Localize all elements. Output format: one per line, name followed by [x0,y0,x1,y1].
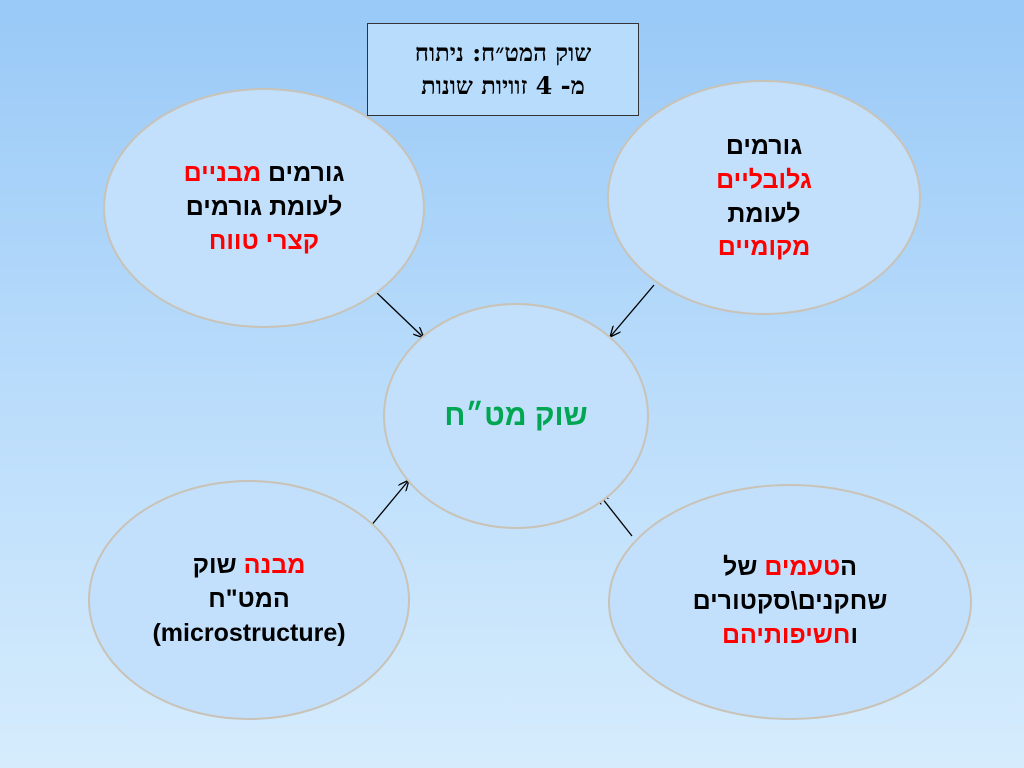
node-bl-highlight-structure: מבנה [243,551,306,580]
node-tr-line-1: גורמים [725,132,803,160]
node-global-factors: גורמים גלובליים לעומת מקומיים [607,80,921,315]
node-center-fx-market: שוק מט״ח [383,303,649,529]
node-tl-line-2: לעומת גורמים [185,193,343,222]
node-br-highlight-exposures: חשיפותיהם [722,620,851,649]
node-structural-factors: גורמים מבניים לעומת גורמים קצרי טווח [103,88,425,328]
arrow-bottom-left-to-center [369,480,409,528]
node-bl-line-3: (microstructure) [152,618,346,647]
node-tl-highlight-structural: מבניים [183,159,262,188]
node-tl-highlight-short-term: קצרי טווח [208,226,320,255]
node-br-text-c: של [722,553,765,582]
node-bl-line-1: מבנה שוק [193,549,306,583]
title-line-2: מ- 4 זוויות שונות [421,70,585,100]
node-tl-line-1: גורמים מבניים [184,157,345,191]
node-br-line-2: שחקנים\סקטורים [692,587,888,616]
node-market-structure: מבנה שוק המט"ח (microstructure) [88,480,410,720]
node-tr-highlight-global: גלובליים [716,165,812,194]
node-br-line-3: וחשיפותיהם [722,619,858,653]
arrow-top-right-to-center [610,284,655,337]
center-label: שוק מט״ח [444,398,588,432]
node-br-highlight-tastes: טעמים [764,553,841,582]
node-br-text-a: ה [840,553,858,582]
node-tr-line-3: לעומת [727,199,801,228]
arrow-top-left-to-center [376,292,424,338]
title-line-1: שוק המט״ח: ניתוח [414,38,592,68]
node-bl-line-2: המט"ח [208,585,290,614]
node-player-preferences: הטעמים של שחקנים\סקטורים וחשיפותיהם [608,484,972,720]
title-box: שוק המט״ח: ניתוח מ- 4 זוויות שונות [367,23,639,116]
node-tr-highlight-local: מקומיים [717,233,811,262]
node-br-text-and: ו [850,620,858,649]
node-bl-text-b: שוק [192,551,244,580]
node-br-line-1: הטעמים של [723,551,857,585]
node-tl-text-a: גורמים [261,159,345,188]
